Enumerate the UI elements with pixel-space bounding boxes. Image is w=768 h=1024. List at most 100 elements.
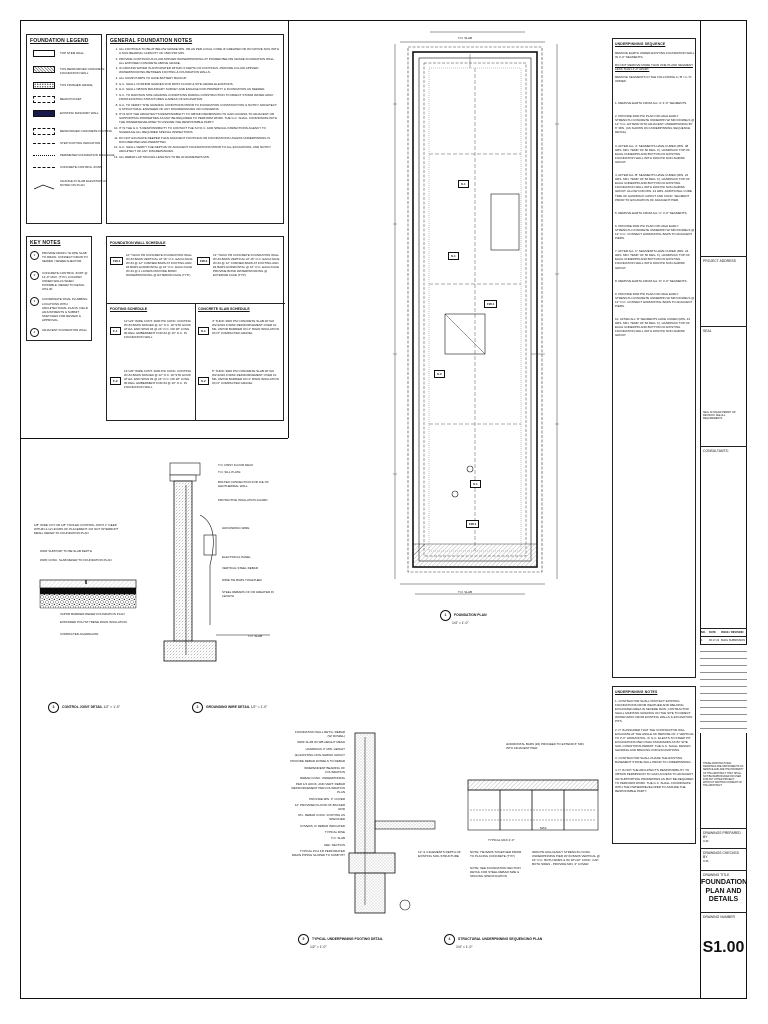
underpinning-note: 1. CONTRACTOR SHALL PROTECT EXISTING FOU… bbox=[615, 699, 693, 724]
grounding-label: WIRE TIE BARS TOGETHER bbox=[222, 578, 262, 582]
footing-text: 12"x30" WIDE CONT. 3000 PSI CONC. FOOTIN… bbox=[124, 369, 191, 390]
title-block: PROJECT ADDRESS SEAL SEAL IS ISSUED PERM… bbox=[700, 20, 747, 999]
checked-by-cell: DRAWINGS CHECKED BY CJK bbox=[700, 848, 747, 870]
wall-text: 12" THICK PR CONCRETE FOUNDATION WALL W/… bbox=[213, 253, 280, 278]
detail-title: CONTROL JOINT DETAIL bbox=[62, 705, 103, 709]
control-joint-label: EXPANDED POLYSTYRENE RIGID INSULATION bbox=[60, 620, 127, 624]
grounding-label: PROTECTIVE INSULATION GUARD bbox=[218, 498, 268, 502]
detail-scale: 1/2" = 1'-0" bbox=[103, 705, 120, 709]
legend-label: CONCRETE CONTROL JOINT bbox=[60, 165, 102, 169]
drawing-number: S1.00 bbox=[702, 939, 745, 956]
general-note: IT IS THE G.C.'S RESPONSIBILITY TO CONTA… bbox=[119, 126, 279, 134]
grounding-elevation: T.O. SLAB bbox=[248, 634, 263, 638]
legend-label: REINFORCED CONCRETE FOOTING bbox=[60, 129, 113, 133]
underpinning-sequence-drawing bbox=[467, 779, 599, 831]
underpinning-step: 4. AFTER ALL 'B' SEGMENTS HAVE CURED (MI… bbox=[615, 173, 692, 202]
revisions-empty-rows bbox=[700, 645, 747, 733]
wall-tag: FW-1 bbox=[110, 257, 124, 265]
underpinning-notes-list: 1. CONTRACTOR SHALL PROTECT EXISTING FOU… bbox=[615, 699, 695, 797]
underpinning-footing-label: REBAR CONC. UNDERPINNING bbox=[300, 775, 345, 780]
foundation-plan-drawing bbox=[393, 31, 559, 595]
slab-tag: S-2 bbox=[198, 377, 209, 385]
underpinning-footing-label: REF. SECTION bbox=[324, 842, 345, 847]
footing-tag: F-2 bbox=[110, 377, 121, 385]
underpinning-step: 3. AFTER ALL 'A' SEGMENTS HAVE CURED (MI… bbox=[615, 143, 690, 164]
general-note: G.C. SHALL VERIFY THE DEPTHS OF ADJACENT… bbox=[119, 145, 279, 153]
underpinning-steps: 1. REMOVE EARTH FROM ALL 'A' 4'-0" SEGME… bbox=[615, 101, 695, 347]
project-address-label: PROJECT ADDRESS bbox=[703, 259, 736, 263]
legend-item: REINFORCED CONCRETE FOOTING bbox=[33, 127, 117, 137]
detail-scale: 1/2" = 1'-0" bbox=[250, 705, 268, 709]
schedules: FOUNDATION WALL SCHEDULE FW-1 10" THICK … bbox=[106, 236, 285, 421]
legend-swatch bbox=[33, 82, 55, 89]
legend-label: TOS REINFORCED CONCRETE FOUNDATION WALL bbox=[60, 67, 105, 75]
grounding-label: T.O. FIRST FLOOR DECK bbox=[218, 463, 254, 467]
schedule-divider bbox=[195, 303, 196, 421]
general-note: IT IS NOT THE ARCHITECT'S RESPONSIBILITY… bbox=[119, 112, 279, 124]
general-note: G.C. TO MAINTAIN SITE GRADING CONDITIONS… bbox=[119, 93, 279, 101]
general-notes: GENERAL FOUNDATION NOTES ALL FOOTINGS TO… bbox=[106, 34, 284, 224]
revision-issue: BLDG SUBMISSION bbox=[721, 639, 746, 642]
underpinning-footing-label: T.O. SLAB bbox=[330, 836, 345, 841]
drawing-number-label: DRAWING NUMBER bbox=[703, 915, 735, 919]
elevation-change-icon bbox=[33, 184, 55, 190]
seal-cell: SEAL SEAL IS ISSUED PERMIT OR REVISION. … bbox=[700, 326, 747, 446]
legend-item: TOS REINFORCED CONCRETE FOUNDATION WALL bbox=[33, 65, 117, 75]
underpinning-seq-label: HORIZONTAL BARS (#4) PROCEED TO EXTEND 6… bbox=[506, 742, 585, 751]
general-notes-title: GENERAL FOUNDATION NOTES bbox=[110, 38, 193, 44]
grounding-label: BOLTED CONNECTION FOR ICE OF GEOTHERMAL … bbox=[218, 480, 269, 489]
slab-text: 4" THICK 3000 PSI CONCRETE SLAB W/ 6x6 W… bbox=[212, 319, 279, 336]
plan-slab-tag: S-2 bbox=[434, 370, 445, 378]
underpinning-step: 8. REMOVE EARTH FROM ALL 'D' 4'-0" SEGME… bbox=[615, 278, 688, 283]
underpinning-notes: UNDERPINNING NOTES 1. CONTRACTOR SHALL P… bbox=[612, 686, 696, 844]
legend-label: EXISTING MASONRY WALL bbox=[60, 111, 99, 115]
wall-tag: FW-2 bbox=[197, 257, 211, 265]
revision-no: 1 bbox=[701, 639, 703, 642]
legend-swatch bbox=[33, 66, 55, 73]
plan-wall-tag: FW-1 bbox=[466, 520, 480, 528]
general-note: ALL REBAR LAP SPLICES LENGTHS TO BE 40 D… bbox=[119, 155, 279, 159]
title-block-divider bbox=[700, 20, 701, 999]
underpinning-step: 1. REMOVE EARTH FROM ALL 'A' 4'-0" SEGME… bbox=[615, 101, 688, 105]
underpinning-seq-label: 12" & 3 ELEMENTS DEPTH OF EXISTING SOIL … bbox=[418, 850, 461, 859]
revisions-col-date: DATE bbox=[709, 631, 716, 634]
general-note: IF GROUND WATER IS ANTICIPATED WITHIN 3'… bbox=[119, 66, 279, 74]
revisions-col-no: NO. bbox=[701, 631, 706, 634]
legend-swatch bbox=[33, 178, 55, 190]
detail-number: 3 bbox=[48, 702, 59, 713]
underpinning-footing-labels: FOUNDATION WALL RET'G. REBAR (W/ DOWEL)W… bbox=[290, 730, 345, 859]
project-address-cell: PROJECT ADDRESS bbox=[700, 256, 747, 326]
underpinning-step: 5. REMOVE EARTH FROM ALL 'C' 4'-0" SEGME… bbox=[615, 210, 688, 215]
general-notes-list: ALL FOOTINGS TO BE AT BELOW GRADE MIN. O… bbox=[107, 47, 279, 161]
legend-swatch bbox=[33, 167, 55, 168]
detail-number: 1 bbox=[440, 610, 451, 621]
plan-slab-tag: S-1 bbox=[458, 180, 469, 188]
detail-scale: 1/2" = 1'-0" bbox=[310, 945, 327, 949]
legend-swatch bbox=[33, 143, 55, 144]
detail-title: STRUCTURAL UNDERPINNING SEQUENCING PLAN bbox=[458, 937, 543, 941]
consultants-label: CONSULTANTS: bbox=[703, 449, 729, 453]
key-note-number: 2 bbox=[30, 271, 39, 280]
schedule-divider bbox=[107, 303, 285, 304]
underpinning-sequence: UNDERPINNING SEQUENCE REMOVE EARTH UNDER… bbox=[612, 38, 696, 678]
revisions-col-issue: ISSUE / REVISION bbox=[721, 631, 744, 634]
key-note-text: PROVIDE DRAIN / SLOPE SLAB TO DRAIN. CON… bbox=[42, 251, 88, 264]
underpinning-note: 3. CONTRACTOR SHALL PHASE THE EXISTING B… bbox=[615, 756, 692, 765]
underpinning-step: 7. AFTER ALL 'C' SEGMENTS HAVE CURED (MI… bbox=[615, 249, 690, 270]
slab-text: 5" THICK 3000 PSI CONCRETE SLAB W/ 6x6 W… bbox=[212, 369, 279, 386]
plan-slab-tag: S-1 bbox=[470, 480, 481, 488]
footing-schedule-title: FOOTING SCHEDULE bbox=[110, 307, 148, 311]
legend-label: BEAM POCKET bbox=[60, 97, 82, 101]
general-note: G.C. TO VERIFY SITE GRADING CONDITIONS P… bbox=[119, 103, 279, 111]
detail-number: 4 bbox=[444, 934, 455, 945]
grounding-label: T.O. SILL PLATE bbox=[218, 470, 241, 474]
underpinning-seq-label: NOTE: TIE BARS TOGETHER PRIOR TO PLACING… bbox=[470, 850, 522, 859]
legend-swatch bbox=[33, 110, 55, 117]
plan-slab-tag: S-1 bbox=[448, 252, 459, 260]
legend-label: STEP FOOTING INDICATION bbox=[60, 141, 101, 145]
disclaimer-text: THESE ARCHITECTURAL DRAWINGS ARE INSTRUM… bbox=[703, 762, 744, 788]
control-joint-label: VAPOR BARRIER REFER FOUNDATION PLAN bbox=[60, 612, 125, 616]
